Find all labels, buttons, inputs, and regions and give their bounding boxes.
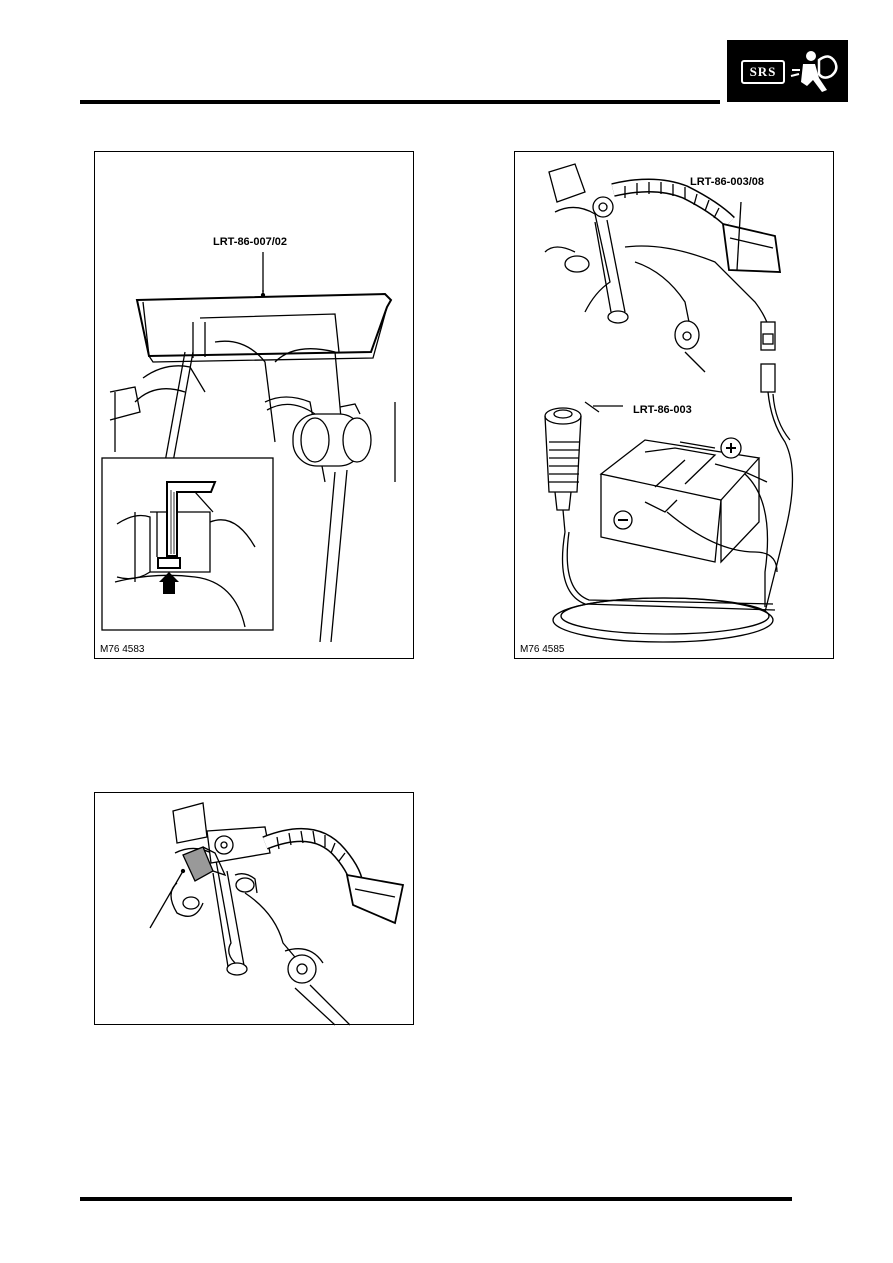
header-rule [80, 100, 720, 104]
airbag-icon [790, 51, 838, 92]
steering-lock-with-tool-illustration [101, 252, 396, 643]
lock-housing-illustration [149, 802, 405, 1026]
srs-badge: SRS [727, 40, 848, 102]
tool-label: LRT-86-007/02 [213, 236, 287, 248]
probe-tool-label: LRT-86-003 [633, 404, 692, 416]
harness-and-battery-illustration [544, 163, 794, 643]
footer-rule [80, 1197, 792, 1201]
figure-code: M76 4583 [100, 644, 145, 655]
srs-badge-label: SRS [741, 60, 785, 84]
harness-tool-label: LRT-86-003/08 [690, 176, 764, 188]
figure-code: M76 4585 [520, 644, 565, 655]
figure-tool-fitting: LRT-86-007/02 M76 4583 [94, 151, 414, 659]
figure-lock-housing [94, 792, 414, 1026]
figure-tool-connection: LRT-86-003/08 LRT-86-003 M76 4585 [514, 151, 834, 659]
